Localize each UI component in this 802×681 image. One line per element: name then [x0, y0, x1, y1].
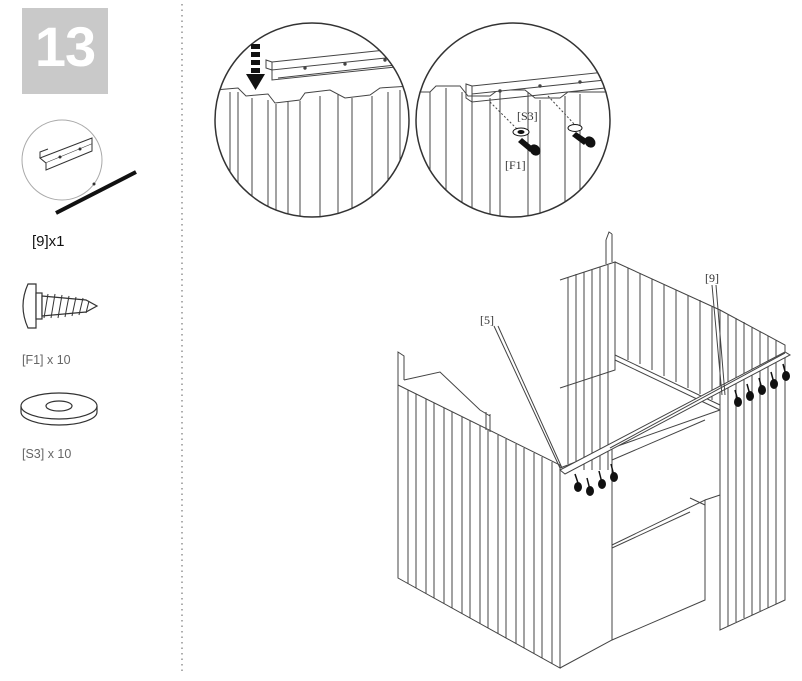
- detail-screw-icon: [518, 138, 541, 156]
- detail-fasten-rail: [415, 22, 611, 218]
- part-washer-label: [S3] x 10: [22, 447, 72, 461]
- detail-screw-icon-2: [567, 124, 596, 148]
- screw-icon: [22, 283, 99, 329]
- part-screw-label: [F1] x 10: [22, 353, 71, 367]
- washer-icon: [20, 392, 98, 426]
- detail-insert-rail: [214, 22, 410, 218]
- detail-screw-callout: [F1]: [505, 158, 526, 172]
- step-badge: [22, 8, 108, 94]
- part-rail-label: [9]x1: [32, 233, 65, 250]
- down-arrow-icon: [246, 44, 265, 90]
- detail-washer-icon: [512, 127, 530, 137]
- main-rail-callout: [9]: [705, 271, 719, 285]
- main-screws: [574, 363, 790, 496]
- detail-washer-callout: [S3]: [517, 109, 538, 123]
- shed-assembly: [397, 231, 792, 669]
- step-number: 13: [34, 15, 96, 78]
- main-panel-callout: [5]: [480, 313, 494, 327]
- callout-leaders: [493, 284, 726, 469]
- rail-part-icon: [21, 119, 137, 215]
